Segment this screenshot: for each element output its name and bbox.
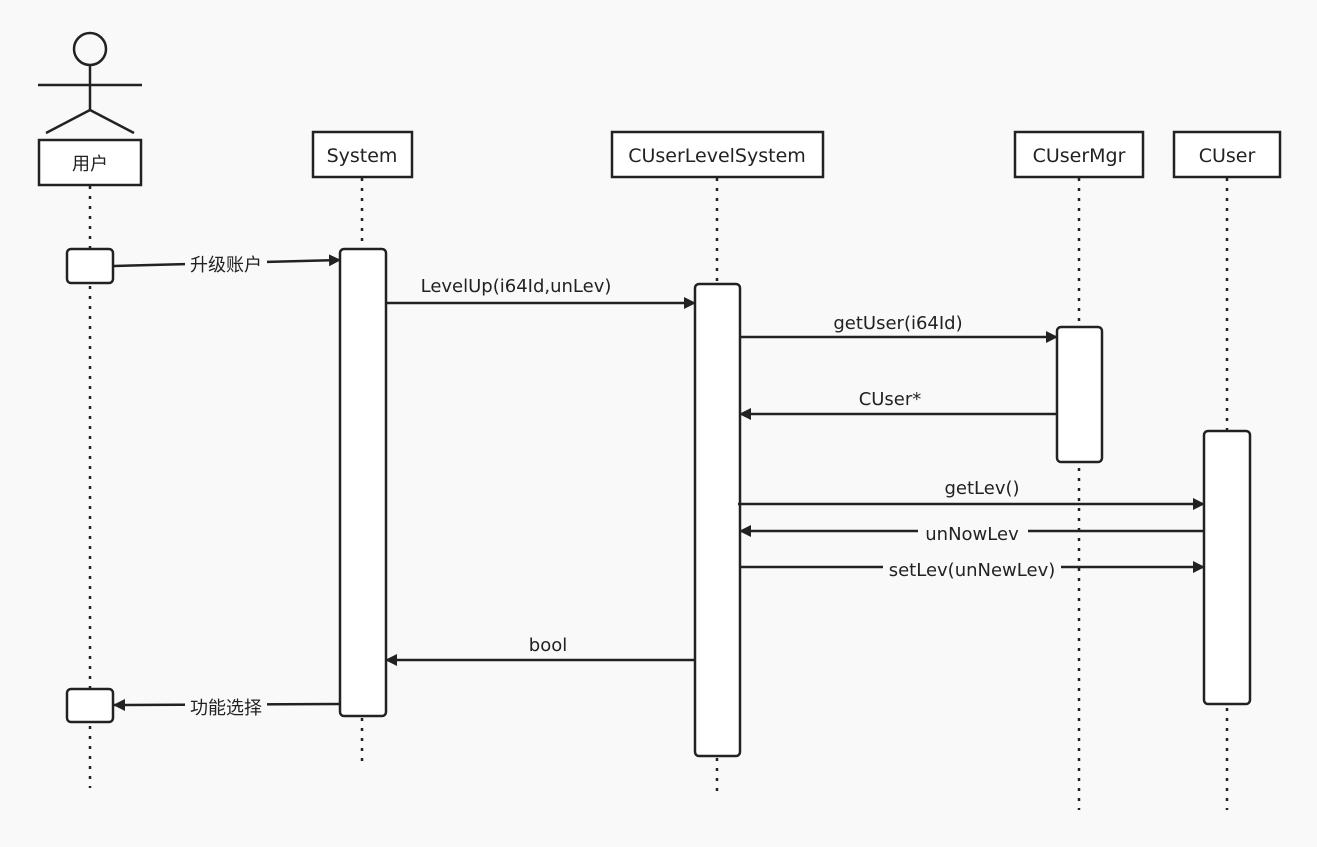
message-label: 功能选择 bbox=[190, 698, 262, 719]
activation-system bbox=[338, 247, 388, 718]
activation-cuser bbox=[1202, 429, 1252, 706]
message-label: bool bbox=[529, 635, 567, 656]
message-cuser-return: CUser* bbox=[739, 389, 1056, 420]
participant-system: System bbox=[311, 130, 414, 179]
participant-cusermgr: CUserMgr bbox=[1013, 130, 1145, 179]
activation-cuserlevelsystem bbox=[693, 282, 742, 758]
participant-label-cusermgr: CUserMgr bbox=[1033, 145, 1126, 167]
activation-user-1 bbox=[65, 247, 115, 285]
participant-label-cuser: CUser bbox=[1199, 145, 1256, 167]
message-label: getUser(i64Id) bbox=[833, 313, 962, 334]
activation-user-2 bbox=[65, 687, 115, 724]
message-label: 升级账户 bbox=[190, 255, 262, 276]
message-function-select: 功能选择 bbox=[113, 695, 340, 719]
activation-cusermgr bbox=[1055, 325, 1104, 464]
actor-box bbox=[37, 138, 143, 187]
message-un-now-lev: unNowLev bbox=[739, 522, 1203, 546]
actor-stick-figure-icon bbox=[38, 31, 142, 135]
message-get-lev: getLev() bbox=[738, 478, 1205, 510]
message-label: getLev() bbox=[944, 478, 1019, 499]
message-set-lev: setLev(unNewLev) bbox=[741, 558, 1205, 582]
message-bool-return: bool bbox=[385, 635, 694, 666]
participant-cuserlevelsystem: CUserLevelSystem bbox=[610, 130, 825, 179]
message-label: setLev(unNewLev) bbox=[889, 560, 1056, 581]
message-label: unNowLev bbox=[925, 524, 1019, 545]
actor-label: 用户 bbox=[72, 154, 108, 175]
actor-user: 用户 bbox=[37, 31, 143, 187]
message-upgrade-account: 升级账户 bbox=[113, 252, 341, 276]
message-level-up: LevelUp(i64Id,unLev) bbox=[387, 276, 696, 309]
participant-label-cuserlevelsystem: CUserLevelSystem bbox=[628, 145, 806, 167]
message-get-user: getUser(i64Id) bbox=[741, 313, 1058, 343]
participant-label-system: System bbox=[327, 145, 398, 167]
message-label: CUser* bbox=[859, 389, 922, 410]
participant-cuser: CUser bbox=[1172, 130, 1282, 179]
message-label: LevelUp(i64Id,unLev) bbox=[421, 276, 612, 297]
